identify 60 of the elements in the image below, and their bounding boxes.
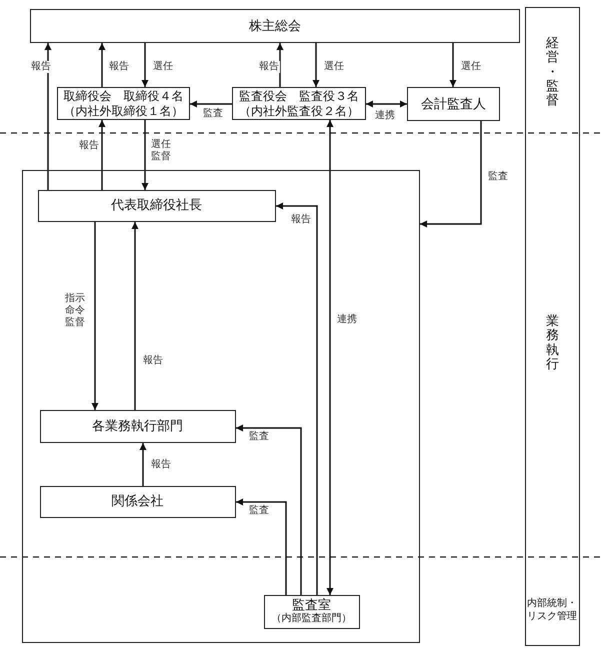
node-text: 取締役会 取締役４名 <box>64 88 184 104</box>
node-text: 監査役会 監査役３名 <box>239 88 359 104</box>
arrow <box>276 43 284 87</box>
node-text: 会計監査人 <box>421 96 486 112</box>
node-text: （内部監査部門） <box>272 613 352 626</box>
edge-label: 報告 <box>30 61 52 73</box>
node-text: 株主総会 <box>249 18 301 34</box>
president-box <box>38 190 276 222</box>
arrow <box>140 443 146 486</box>
category-column <box>525 7 580 646</box>
arrow <box>98 43 106 87</box>
arrow <box>44 43 52 190</box>
edge-label: 報告 <box>108 61 130 73</box>
node-text: 監査室 <box>292 597 331 612</box>
category-label: 内部統制・リスク管理 <box>526 598 578 623</box>
arrow <box>132 222 138 410</box>
arrow <box>98 120 106 190</box>
affiliate-box <box>40 486 236 518</box>
edge-label: 連携 <box>336 314 358 326</box>
arrow <box>450 43 456 87</box>
arrow <box>142 120 148 190</box>
arrow <box>326 120 334 595</box>
audit-office-box <box>264 594 360 628</box>
arrow <box>366 100 407 108</box>
department-box <box>40 410 236 442</box>
edge-label: 報告 <box>142 355 164 367</box>
edge-label: 監査 <box>248 431 270 443</box>
empty-frame <box>22 170 420 643</box>
node-text: （内社外監査役２名） <box>239 104 359 118</box>
edge-label: 監査 <box>248 505 270 517</box>
edge-label: 選任 <box>460 61 482 73</box>
edge-label: 選任 <box>323 61 345 73</box>
edge-label: 監査 <box>202 108 224 120</box>
node-text: 関係会社 <box>112 493 164 510</box>
edge-label: 報告 <box>78 140 100 152</box>
board-box <box>57 87 190 120</box>
arrow <box>420 121 482 228</box>
category-label: 業務執行 <box>546 314 559 372</box>
auditor-box <box>407 87 500 121</box>
arrow <box>276 202 318 595</box>
arrow <box>312 43 320 87</box>
edge-label: 監査 <box>487 171 509 183</box>
node-text: 代表取締役社長 <box>111 197 202 214</box>
edge-label: 報告 <box>258 61 280 73</box>
arrow <box>142 43 148 87</box>
arrow <box>236 424 302 595</box>
arrow <box>92 222 98 410</box>
edge-label: 連携 <box>374 110 396 122</box>
board-box <box>232 87 366 120</box>
category-label: 経営・監督 <box>546 36 559 108</box>
node-text: （内社外取締役１名） <box>64 104 184 118</box>
arrow <box>236 498 287 595</box>
edge-label: 報告 <box>290 214 312 226</box>
arrow <box>190 100 232 108</box>
edge-label: 指示命令監督 <box>64 293 86 329</box>
node-text: 各業務執行部門 <box>92 418 183 434</box>
edge-label: 選任 <box>152 61 174 73</box>
meeting-box <box>30 9 520 43</box>
edge-label: 選任監督 <box>150 139 172 163</box>
edge-label: 報告 <box>150 459 172 471</box>
